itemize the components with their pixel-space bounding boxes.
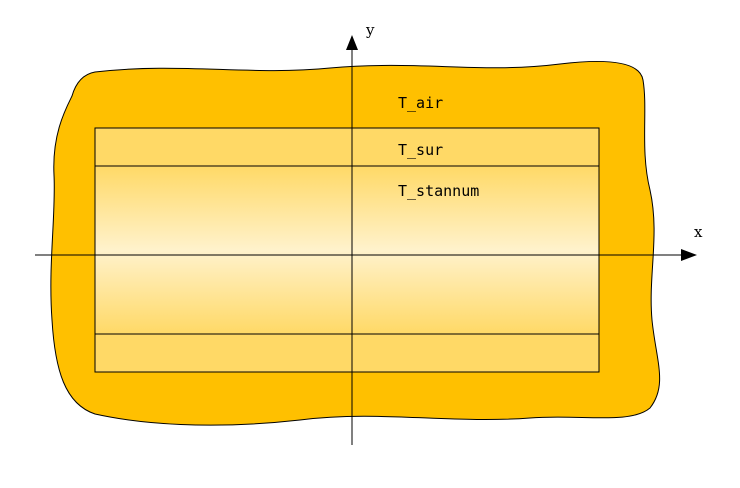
y-axis-label: y (365, 21, 375, 39)
label-t-air: T_air (398, 94, 443, 112)
x-axis-label: x (694, 223, 703, 241)
label-t-stannum: T_stannum (398, 182, 479, 200)
y-axis-arrow-icon (346, 35, 358, 50)
stannum-core (94, 165, 600, 335)
label-t-sur: T_sur (398, 141, 443, 159)
x-axis-arrow-icon (681, 249, 697, 261)
sur-layer-top (94, 127, 600, 167)
sur-layer-bottom (94, 333, 600, 373)
